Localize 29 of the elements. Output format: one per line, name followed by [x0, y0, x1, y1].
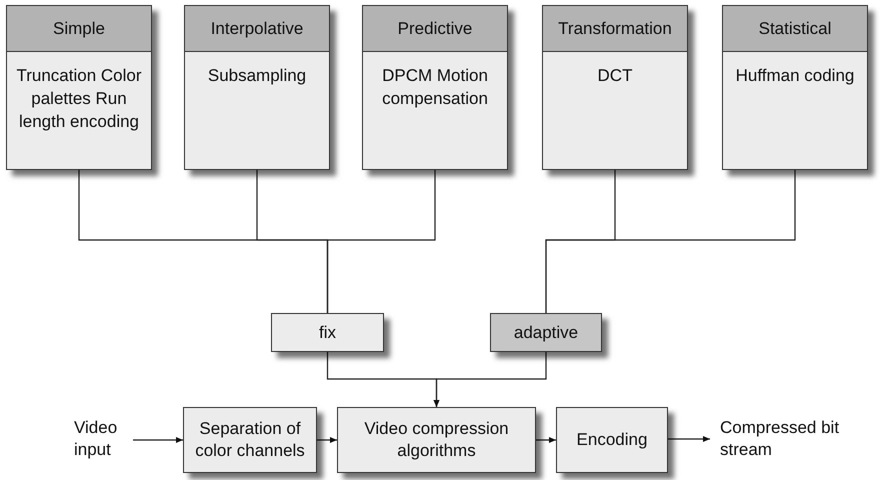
category-header: Predictive	[363, 6, 507, 52]
arrow	[536, 437, 556, 443]
connector-line	[545, 170, 796, 313]
method-list: DPCM Motion compensation	[363, 52, 507, 110]
process-box: adaptive	[490, 313, 602, 352]
category-card	[6, 5, 152, 170]
category-header: Transformation	[543, 6, 687, 52]
category-card	[362, 5, 508, 170]
category-header: Simple	[7, 6, 151, 52]
process-box: Separation of color channels	[183, 407, 317, 473]
output-label: Compressed bit stream	[716, 417, 846, 461]
method-list: Truncation Color palettes Run length encoding	[7, 52, 151, 133]
method-list: DCT	[543, 52, 687, 87]
arrow	[668, 436, 710, 442]
category-header: Statistical	[723, 6, 867, 52]
connector-line	[326, 170, 436, 313]
input-label: Video input	[70, 417, 130, 461]
process-box: Encoding	[556, 407, 668, 473]
process-box: Video compression algorithms	[337, 407, 536, 473]
process-box: fix	[271, 313, 384, 352]
category-header: Interpolative	[185, 6, 329, 52]
method-list: Huffman coding	[723, 52, 867, 87]
arrow	[133, 437, 183, 443]
category-card	[542, 5, 688, 170]
arrow	[434, 352, 547, 407]
method-list: Subsampling	[185, 52, 329, 87]
category-card	[722, 5, 868, 170]
arrow	[317, 437, 337, 443]
category-card	[184, 5, 330, 170]
